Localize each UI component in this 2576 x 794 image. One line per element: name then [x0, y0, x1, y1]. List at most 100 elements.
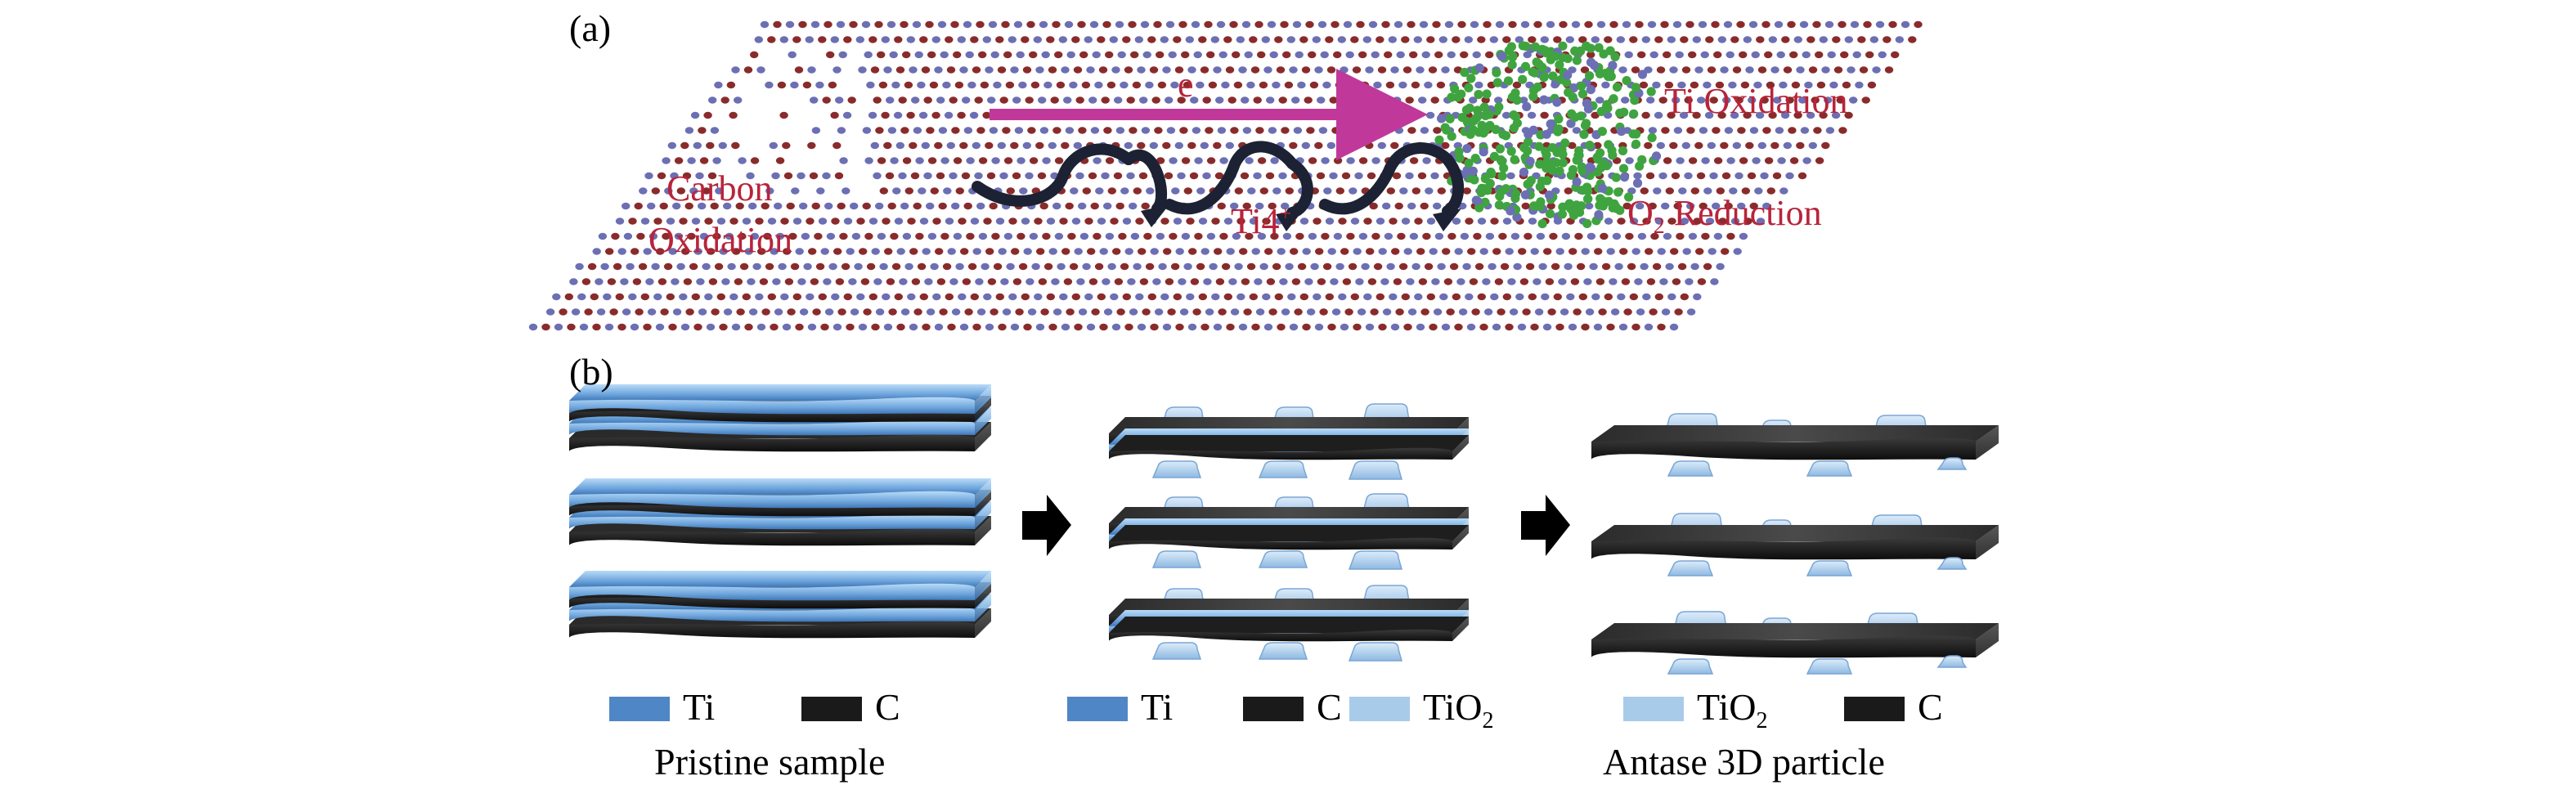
c-atom: [1124, 323, 1133, 331]
ti-atom: [1585, 202, 1594, 210]
c-atom: [1485, 51, 1494, 59]
ti-atom: [554, 323, 563, 331]
ti-atom: [742, 218, 752, 225]
c-atom: [1206, 157, 1216, 164]
ti-atom: [1390, 323, 1400, 331]
c-atom: [1469, 278, 1479, 285]
c-atom: [1601, 262, 1611, 271]
ti-atom: [672, 308, 682, 316]
ti-atom: [1071, 218, 1081, 225]
c-atom: [1429, 323, 1438, 331]
c-atom: [1376, 293, 1385, 301]
c-atom: [1781, 36, 1790, 43]
c-atom: [972, 66, 981, 74]
ti-atom: [1043, 81, 1052, 89]
ti-atom: [1269, 51, 1278, 59]
ti-atom: [907, 293, 916, 301]
ti-atom: [987, 96, 996, 104]
c-atom: [1264, 248, 1273, 255]
ti-atom: [851, 232, 861, 240]
c-atom: [1073, 66, 1083, 74]
o-atom: [1551, 158, 1561, 168]
c-atom: [866, 262, 876, 271]
c-atom: [1663, 157, 1672, 164]
c-atom: [1268, 202, 1277, 210]
c-atom: [1717, 111, 1726, 119]
c-atom: [1640, 187, 1649, 195]
carbon-oxidation-label-line2: Oxidation: [648, 220, 792, 260]
c-atom: [950, 20, 959, 29]
ti-atom: [640, 218, 650, 225]
ti-atom: [932, 293, 941, 301]
ti-atom: [1323, 187, 1332, 195]
c-atom: [1145, 262, 1155, 271]
c-atom: [1149, 66, 1159, 74]
o-atom: [1480, 110, 1491, 120]
ti-atom: [1297, 81, 1306, 89]
ti-atom: [1422, 157, 1431, 164]
c-atom: [775, 157, 785, 164]
ti-atom: [953, 232, 963, 240]
c-atom: [879, 187, 889, 195]
o-atom: [1454, 147, 1464, 157]
c-atom: [1205, 127, 1214, 134]
o-atom: [1557, 209, 1567, 219]
c-atom: [898, 96, 907, 104]
c-atom: [736, 308, 745, 316]
ti-atom: [1698, 20, 1708, 29]
ti-atom: [1018, 81, 1027, 89]
ti-atom: [1073, 141, 1083, 150]
ti-atom: [946, 141, 956, 150]
ti-atom: [989, 127, 999, 134]
c-atom: [1029, 157, 1039, 164]
c-atom: [1403, 323, 1412, 331]
c-atom: [909, 141, 918, 150]
ti-atom: [1693, 293, 1702, 301]
ti-atom: [1122, 218, 1132, 225]
ti-atom: [1661, 202, 1670, 210]
c-atom: [1029, 51, 1038, 59]
ti-atom: [1346, 157, 1355, 164]
ti-atom: [767, 218, 777, 225]
c-atom: [1525, 262, 1535, 271]
c-atom: [1390, 141, 1399, 150]
c-atom: [708, 278, 718, 285]
carbon-layer-lower-2-side: [975, 608, 991, 638]
c-atom: [1392, 172, 1402, 180]
o-atom: [1466, 74, 1476, 83]
legend-swatch: [1844, 697, 1905, 721]
c-atom: [963, 202, 972, 210]
o-atom: [1542, 150, 1551, 160]
ti-layer-top-2-side: [975, 571, 991, 600]
ti-atom: [1314, 66, 1323, 74]
ti-atom: [731, 323, 741, 331]
ti-atom: [1354, 172, 1363, 180]
c-atom: [706, 141, 715, 150]
ti-atom: [1078, 308, 1088, 316]
c-atom: [1242, 202, 1251, 210]
ti-atom: [983, 293, 992, 301]
ti-atom: [1215, 96, 1224, 104]
o-atom: [1537, 219, 1547, 229]
c-atom: [1253, 96, 1262, 104]
ti-atom: [1466, 323, 1476, 331]
o-atom: [1547, 143, 1558, 153]
ti-atom: [963, 20, 972, 29]
ti-atom: [1012, 96, 1021, 104]
c-atom: [1003, 51, 1012, 59]
c-atom: [921, 66, 931, 74]
c-atom: [849, 20, 858, 29]
ti-atom: [1502, 218, 1512, 225]
c-atom: [1012, 278, 1022, 285]
c-atom: [1251, 323, 1260, 331]
ti-atom: [1452, 218, 1461, 225]
c-atom: [1230, 127, 1239, 134]
ti-atom: [1249, 218, 1259, 225]
ti-atom: [716, 218, 726, 225]
c-atom: [929, 81, 939, 89]
c-atom: [1200, 66, 1209, 74]
o-atom: [1551, 52, 1560, 61]
c-atom: [987, 278, 997, 285]
c-atom: [882, 218, 891, 225]
ti-atom: [815, 81, 824, 89]
